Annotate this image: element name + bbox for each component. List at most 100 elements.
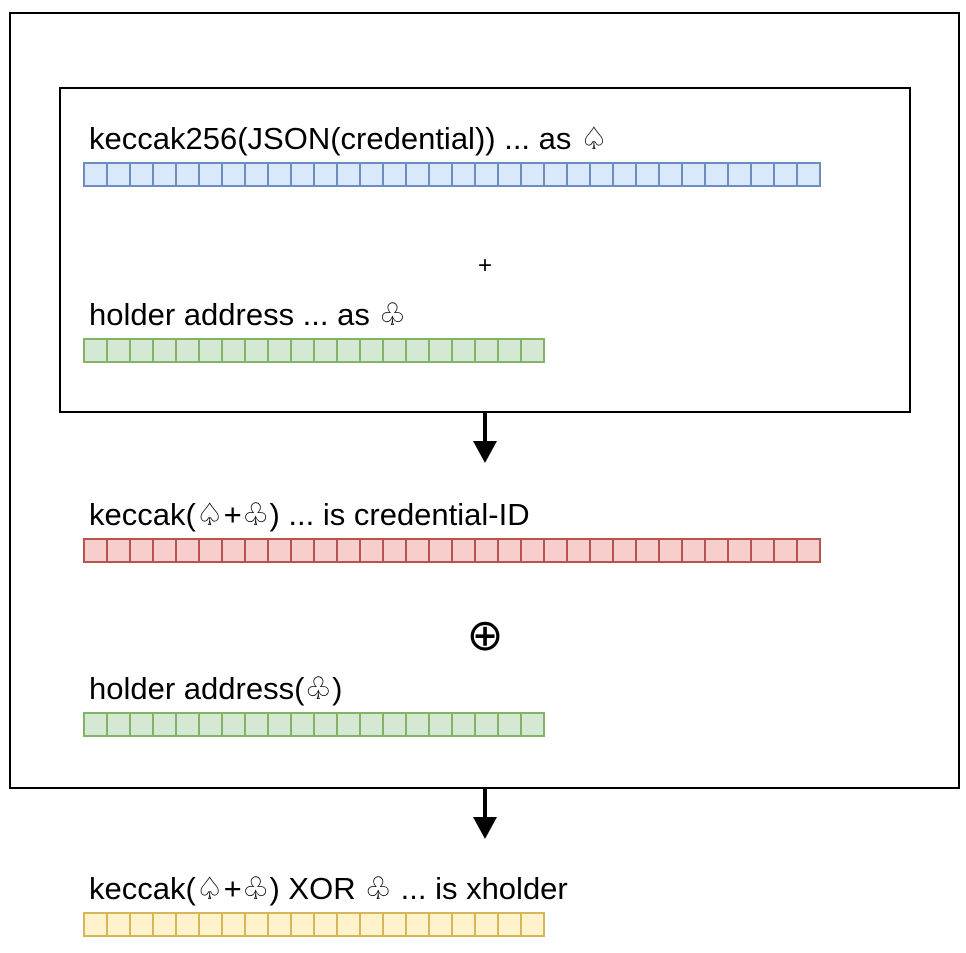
byte-cell [129, 912, 154, 937]
byte-cell [106, 538, 131, 563]
byte-cell [405, 912, 430, 937]
byte-cell [290, 338, 315, 363]
byte-cell [612, 162, 637, 187]
byte-cell [612, 538, 637, 563]
byte-cell [175, 338, 200, 363]
xholder-array [83, 912, 545, 937]
byte-cell [474, 712, 499, 737]
byte-cell [520, 912, 545, 937]
outer-container [9, 12, 960, 789]
byte-cell [198, 162, 223, 187]
byte-cell [175, 912, 200, 937]
byte-cell [359, 912, 384, 937]
byte-cell [497, 912, 522, 937]
byte-cell [428, 338, 453, 363]
byte-cell [313, 912, 338, 937]
byte-cell [382, 338, 407, 363]
byte-cell [451, 338, 476, 363]
holder-address-label: holder address ... as ♧ [89, 297, 407, 332]
byte-cell [658, 538, 683, 563]
byte-cell [244, 912, 269, 937]
byte-cell [106, 338, 131, 363]
byte-cell [635, 162, 660, 187]
byte-cell [198, 538, 223, 563]
byte-cell [221, 338, 246, 363]
byte-cell [221, 712, 246, 737]
credential-id-array [83, 538, 821, 563]
byte-cell [290, 162, 315, 187]
byte-cell [336, 538, 361, 563]
byte-cell [658, 162, 683, 187]
byte-cell [428, 162, 453, 187]
byte-cell [382, 538, 407, 563]
byte-cell [313, 538, 338, 563]
byte-cell [198, 712, 223, 737]
byte-cell [106, 162, 131, 187]
byte-cell [106, 712, 131, 737]
byte-cell [129, 338, 154, 363]
byte-cell [382, 912, 407, 937]
byte-cell [543, 162, 568, 187]
byte-cell [290, 912, 315, 937]
byte-cell [244, 712, 269, 737]
byte-cell [83, 162, 108, 187]
byte-cell [221, 912, 246, 937]
byte-cell [83, 538, 108, 563]
byte-cell [152, 338, 177, 363]
down-arrow-icon [473, 789, 497, 839]
hash-label: keccak256(JSON(credential)) ... as ♤ [89, 121, 608, 156]
byte-cell [129, 538, 154, 563]
byte-cell [221, 162, 246, 187]
holder-address-club-label: holder address(♧) [89, 671, 343, 706]
byte-cell [198, 912, 223, 937]
byte-cell [83, 712, 108, 737]
byte-cell [520, 338, 545, 363]
byte-cell [405, 538, 430, 563]
byte-cell [359, 162, 384, 187]
byte-cell [83, 912, 108, 937]
byte-cell [244, 538, 269, 563]
byte-cell [129, 712, 154, 737]
byte-cell [267, 712, 292, 737]
byte-cell [336, 912, 361, 937]
byte-cell [267, 162, 292, 187]
byte-cell [681, 162, 706, 187]
byte-cell [750, 162, 775, 187]
byte-cell [359, 338, 384, 363]
byte-cell [750, 538, 775, 563]
byte-cell [451, 712, 476, 737]
byte-cell [313, 338, 338, 363]
byte-cell [106, 912, 131, 937]
byte-cell [313, 162, 338, 187]
byte-cell [267, 338, 292, 363]
xor-operator: ⊕ [466, 611, 504, 660]
holder-address-xor-array [83, 712, 545, 737]
byte-cell [543, 538, 568, 563]
byte-cell [405, 712, 430, 737]
byte-cell [566, 538, 591, 563]
byte-cell [359, 712, 384, 737]
byte-cell [336, 712, 361, 737]
byte-cell [497, 338, 522, 363]
byte-cell [336, 162, 361, 187]
credential-id-label: keccak(♤+♧) ... is credential-ID [89, 497, 530, 532]
byte-cell [796, 538, 821, 563]
byte-cell [405, 162, 430, 187]
holder-address-array [83, 338, 545, 363]
byte-cell [474, 538, 499, 563]
byte-cell [290, 712, 315, 737]
byte-cell [773, 162, 798, 187]
byte-cell [290, 538, 315, 563]
byte-cell [428, 538, 453, 563]
byte-cell [589, 162, 614, 187]
byte-cell [773, 538, 798, 563]
byte-cell [451, 538, 476, 563]
byte-cell [796, 162, 821, 187]
byte-cell [428, 712, 453, 737]
byte-cell [428, 912, 453, 937]
byte-cell [175, 538, 200, 563]
byte-cell [474, 912, 499, 937]
byte-cell [267, 912, 292, 937]
byte-cell [681, 538, 706, 563]
byte-cell [267, 538, 292, 563]
